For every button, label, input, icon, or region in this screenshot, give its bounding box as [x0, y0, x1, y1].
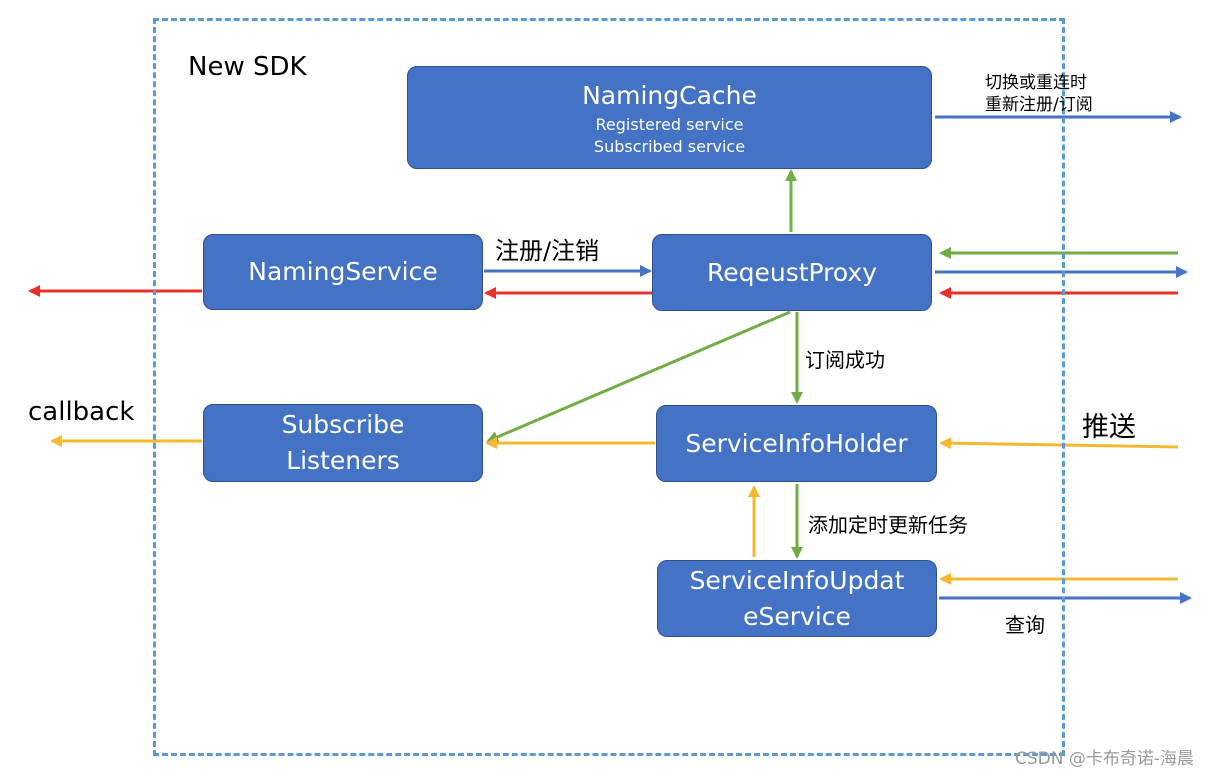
watermark: CSDN @卡布奇诺-海晨: [1014, 749, 1194, 769]
subscribe-listeners-line1: Subscribe: [281, 410, 405, 439]
arrow-proxy-to-listeners: [486, 310, 791, 443]
label-add-task: 添加定时更新任务: [808, 513, 968, 537]
naming-service-node: NamingService: [203, 234, 483, 310]
sdk-label: New SDK: [188, 52, 307, 82]
naming-cache-title: NamingCache: [582, 80, 757, 110]
label-switch-line1: 切换或重连时: [985, 73, 1087, 93]
subscribe-listeners-node: Subscribe Listeners: [203, 404, 483, 482]
service-info-holder-title: ServiceInfoHolder: [685, 428, 908, 458]
label-query: 查询: [1005, 613, 1045, 637]
naming-cache-registered: Registered service: [595, 114, 744, 134]
request-proxy-title: ReqeustProxy: [706, 257, 878, 287]
service-info-update-line1: ServiceInfoUpdat: [689, 565, 905, 595]
naming-cache-subscribed: Subscribed service: [593, 136, 746, 156]
service-info-update-node: ServiceInfoUpdat eService: [657, 560, 937, 637]
label-subscribe-success: 订阅成功: [805, 348, 885, 372]
service-info-holder-node: ServiceInfoHolder: [656, 405, 937, 482]
naming-cache-node: NamingCache Registered service Subscribe…: [407, 66, 932, 169]
label-push: 推送: [1082, 412, 1136, 443]
request-proxy-node: ReqeustProxy: [652, 234, 932, 311]
label-callback: callback: [28, 397, 135, 427]
naming-service-title: NamingService: [248, 257, 438, 286]
label-switch-line2: 重新注册/订阅: [985, 95, 1093, 115]
service-info-update-line2: eService: [743, 601, 851, 631]
subscribe-listeners-line2: Listeners: [286, 446, 400, 475]
arrow-push: [939, 437, 1179, 450]
sdk-boundary: [153, 18, 1065, 756]
label-register: 注册/注销: [495, 237, 600, 265]
